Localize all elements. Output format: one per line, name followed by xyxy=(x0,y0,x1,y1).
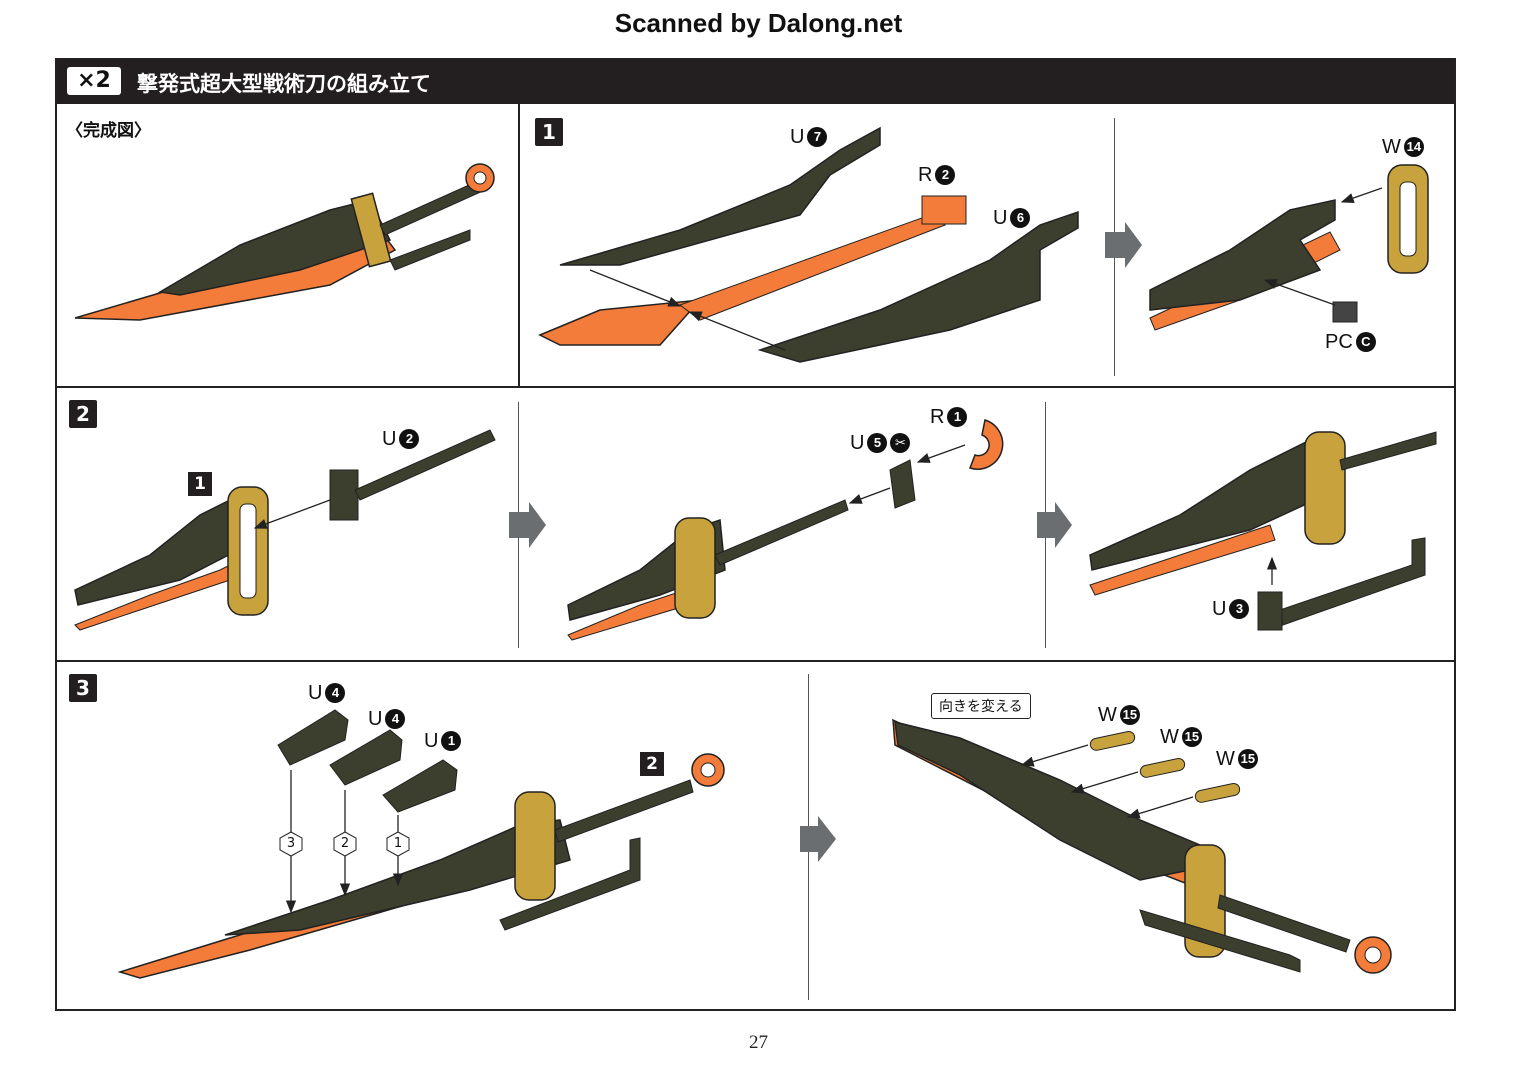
divider xyxy=(55,386,1456,388)
step-number-3: 3 xyxy=(69,674,97,702)
step-number-1: 1 xyxy=(535,118,563,146)
step3-parts xyxy=(117,709,725,979)
step1-result xyxy=(1149,164,1429,331)
next-arrow xyxy=(1105,222,1142,268)
orientation-note: 向きを変える xyxy=(931,693,1031,719)
divider xyxy=(518,102,520,386)
order-mark-1: 1 xyxy=(393,836,403,851)
next-arrow xyxy=(800,816,836,862)
order-mark-3: 3 xyxy=(286,836,296,851)
section-title: 撃発式超大型戦術刀の組み立て xyxy=(137,72,431,96)
scan-credit: Scanned by Dalong.net xyxy=(614,8,903,38)
order-mark-2: 2 xyxy=(340,836,350,851)
next-arrow xyxy=(509,502,546,548)
page-number: 27 xyxy=(749,1032,768,1053)
step-reference-2: 2 xyxy=(640,752,664,776)
step-number-2: 2 xyxy=(69,400,97,428)
step-reference-1: 1 xyxy=(188,472,212,496)
title-bar: ×2 撃発式超大型戦術刀の組み立て xyxy=(57,60,1454,104)
completed-view-label: 〈完成図〉 xyxy=(66,121,151,141)
step3-result xyxy=(892,718,1392,974)
instruction-frame: ×2 撃発式超大型戦術刀の組み立て xyxy=(55,58,1456,1011)
step2-parts-c xyxy=(1089,431,1437,631)
step2-parts-a xyxy=(74,429,496,631)
step1-parts xyxy=(538,126,1079,363)
step2-parts-b xyxy=(567,419,1004,641)
completed-sword xyxy=(74,163,495,321)
next-arrow xyxy=(1037,502,1072,548)
quantity-badge: ×2 xyxy=(67,67,121,95)
sticker-icon: ✂ xyxy=(890,433,911,453)
divider xyxy=(55,660,1456,662)
